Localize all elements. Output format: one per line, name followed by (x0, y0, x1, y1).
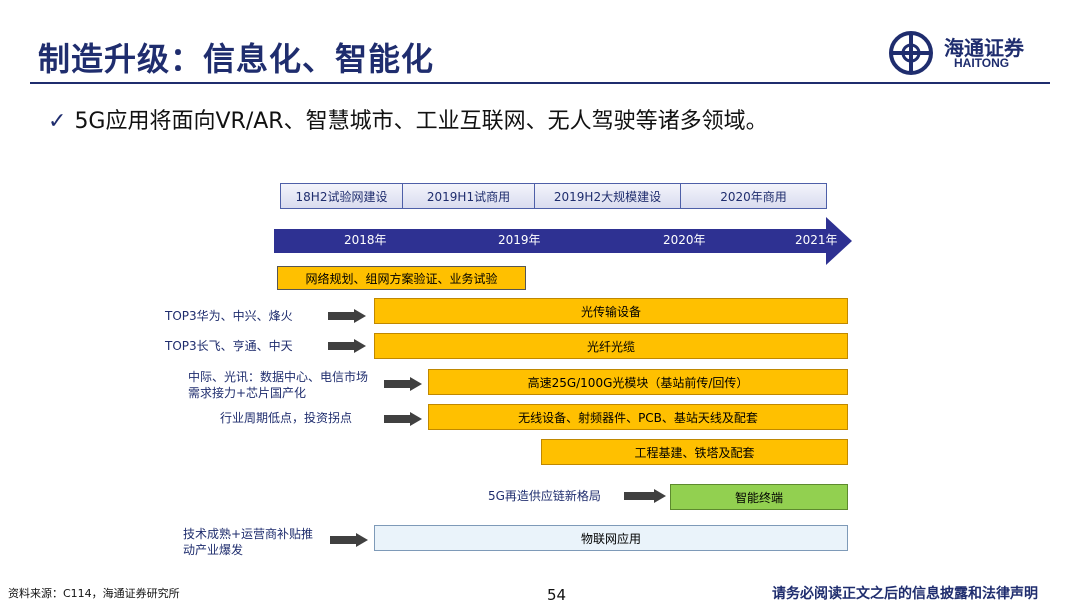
legal-disclaimer: 请务必阅读正文之后的信息披露和法律声明 (772, 586, 1038, 602)
title-divider (30, 82, 1050, 84)
row-box: 物联网应用 (374, 525, 848, 551)
timeline-year: 2021年 (795, 233, 838, 247)
slide-title: 制造升级：信息化、智能化 (38, 40, 435, 78)
phase-item: 2019H1试商用 (403, 184, 535, 208)
bullet-text: 5G应用将面向VR/AR、智慧城市、工业互联网、无人驾驶等诸多领域。 (74, 109, 768, 134)
right-arrow-icon (384, 412, 422, 426)
row-box: 高速25G/100G光模块（基站前传/回传） (428, 369, 848, 395)
row-label: TOP3华为、中兴、烽火 (165, 309, 293, 323)
row-box: 无线设备、射频器件、PCB、基站天线及配套 (428, 404, 848, 430)
logo-text-cn: 海通证券 (944, 36, 1024, 60)
check-icon: ✓ (48, 109, 67, 134)
phase-bar: 18H2试验网建设 2019H1试商用 2019H2大规模建设 2020年商用 (280, 183, 827, 209)
right-arrow-icon (330, 533, 368, 547)
top-box: 网络规划、组网方案验证、业务试验 (277, 266, 526, 290)
haitong-logo: 海通证券 HAITONG (888, 30, 1048, 76)
timeline-arrow (274, 217, 852, 265)
row-box: 光传输设备 (374, 298, 848, 324)
row-label: TOP3长飞、亨通、中天 (165, 339, 293, 353)
row-box: 光纤光缆 (374, 333, 848, 359)
row-label: 5G再造供应链新格局 (488, 489, 601, 503)
phase-item: 18H2试验网建设 (281, 184, 403, 208)
timeline-year: 2018年 (344, 233, 387, 247)
logo-text-en: HAITONG (954, 56, 1010, 70)
row-label: 行业周期低点，投资拐点 (220, 411, 353, 425)
bullet-point: ✓ 5G应用将面向VR/AR、智慧城市、工业互联网、无人驾驶等诸多领域。 (48, 103, 768, 135)
right-arrow-icon (328, 309, 366, 323)
page-number: 54 (547, 586, 567, 604)
phase-item: 2020年商用 (720, 189, 787, 204)
row-box: 工程基建、铁塔及配套 (541, 439, 848, 465)
row-label: 中际、光讯：数据中心、电信市场需求接力+芯片国产化 (188, 370, 369, 400)
row-box: 智能终端 (670, 484, 848, 510)
timeline-year: 2020年 (663, 233, 706, 247)
haitong-emblem-icon (889, 31, 933, 75)
right-arrow-icon (624, 489, 666, 503)
timeline-year: 2019年 (498, 233, 541, 247)
row-label: 技术成熟+运营商补贴推动产业爆发 (183, 527, 314, 557)
right-arrow-icon (384, 377, 422, 391)
source-note: 资料来源：C114，海通证券研究所 (8, 587, 180, 600)
phase-item: 2019H2大规模建设 (535, 184, 681, 208)
right-arrow-icon (328, 339, 366, 353)
